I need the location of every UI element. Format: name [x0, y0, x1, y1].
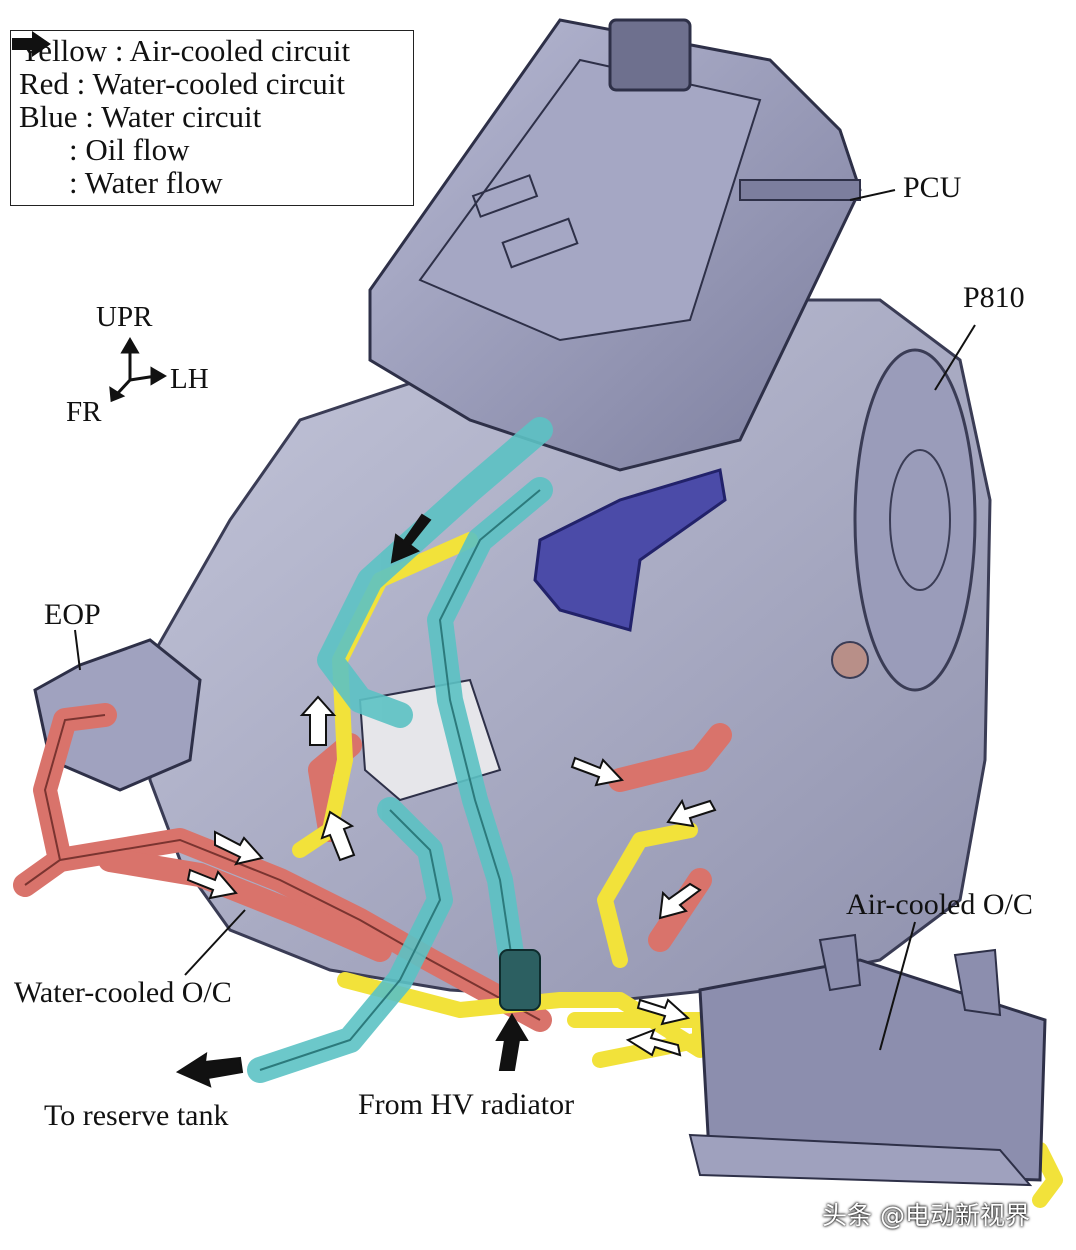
label-from-hv-radiator: From HV radiator — [358, 1088, 575, 1121]
label-water-cooled-oc: Water-cooled O/C — [14, 976, 232, 1009]
water-flow-arrows — [175, 513, 529, 1088]
label-pcu: PCU — [903, 171, 962, 204]
orientation-axes — [109, 337, 167, 403]
label-p810: P810 — [963, 281, 1025, 314]
legend: Yellow : Air-cooled circuit Red : Water-… — [10, 30, 414, 206]
legend-water-flow: : Water flow — [12, 31, 405, 199]
oil-flow-arrows — [186, 695, 717, 1057]
p810-cover — [853, 348, 977, 692]
legend-red: Red : Water-cooled circuit — [19, 66, 345, 101]
orientation-front-label: FR — [66, 396, 102, 428]
label-eop: EOP — [44, 598, 101, 631]
legend-oil-flow: : Oil flow — [12, 31, 405, 166]
orientation-up-label: UPR — [96, 301, 153, 333]
legend-yellow: Yellow : Air-cooled circuit — [19, 33, 351, 68]
legend-blue: Blue : Water circuit — [19, 99, 262, 134]
label-to-reserve-tank: To reserve tank — [44, 1099, 229, 1132]
leader-lines — [74, 189, 976, 1051]
watermark: 头条 @电动新视界 — [822, 1201, 1030, 1230]
label-air-cooled-oc: Air-cooled O/C — [846, 888, 1033, 921]
blue-bracket — [533, 468, 727, 632]
orientation-left-label: LH — [170, 363, 209, 395]
